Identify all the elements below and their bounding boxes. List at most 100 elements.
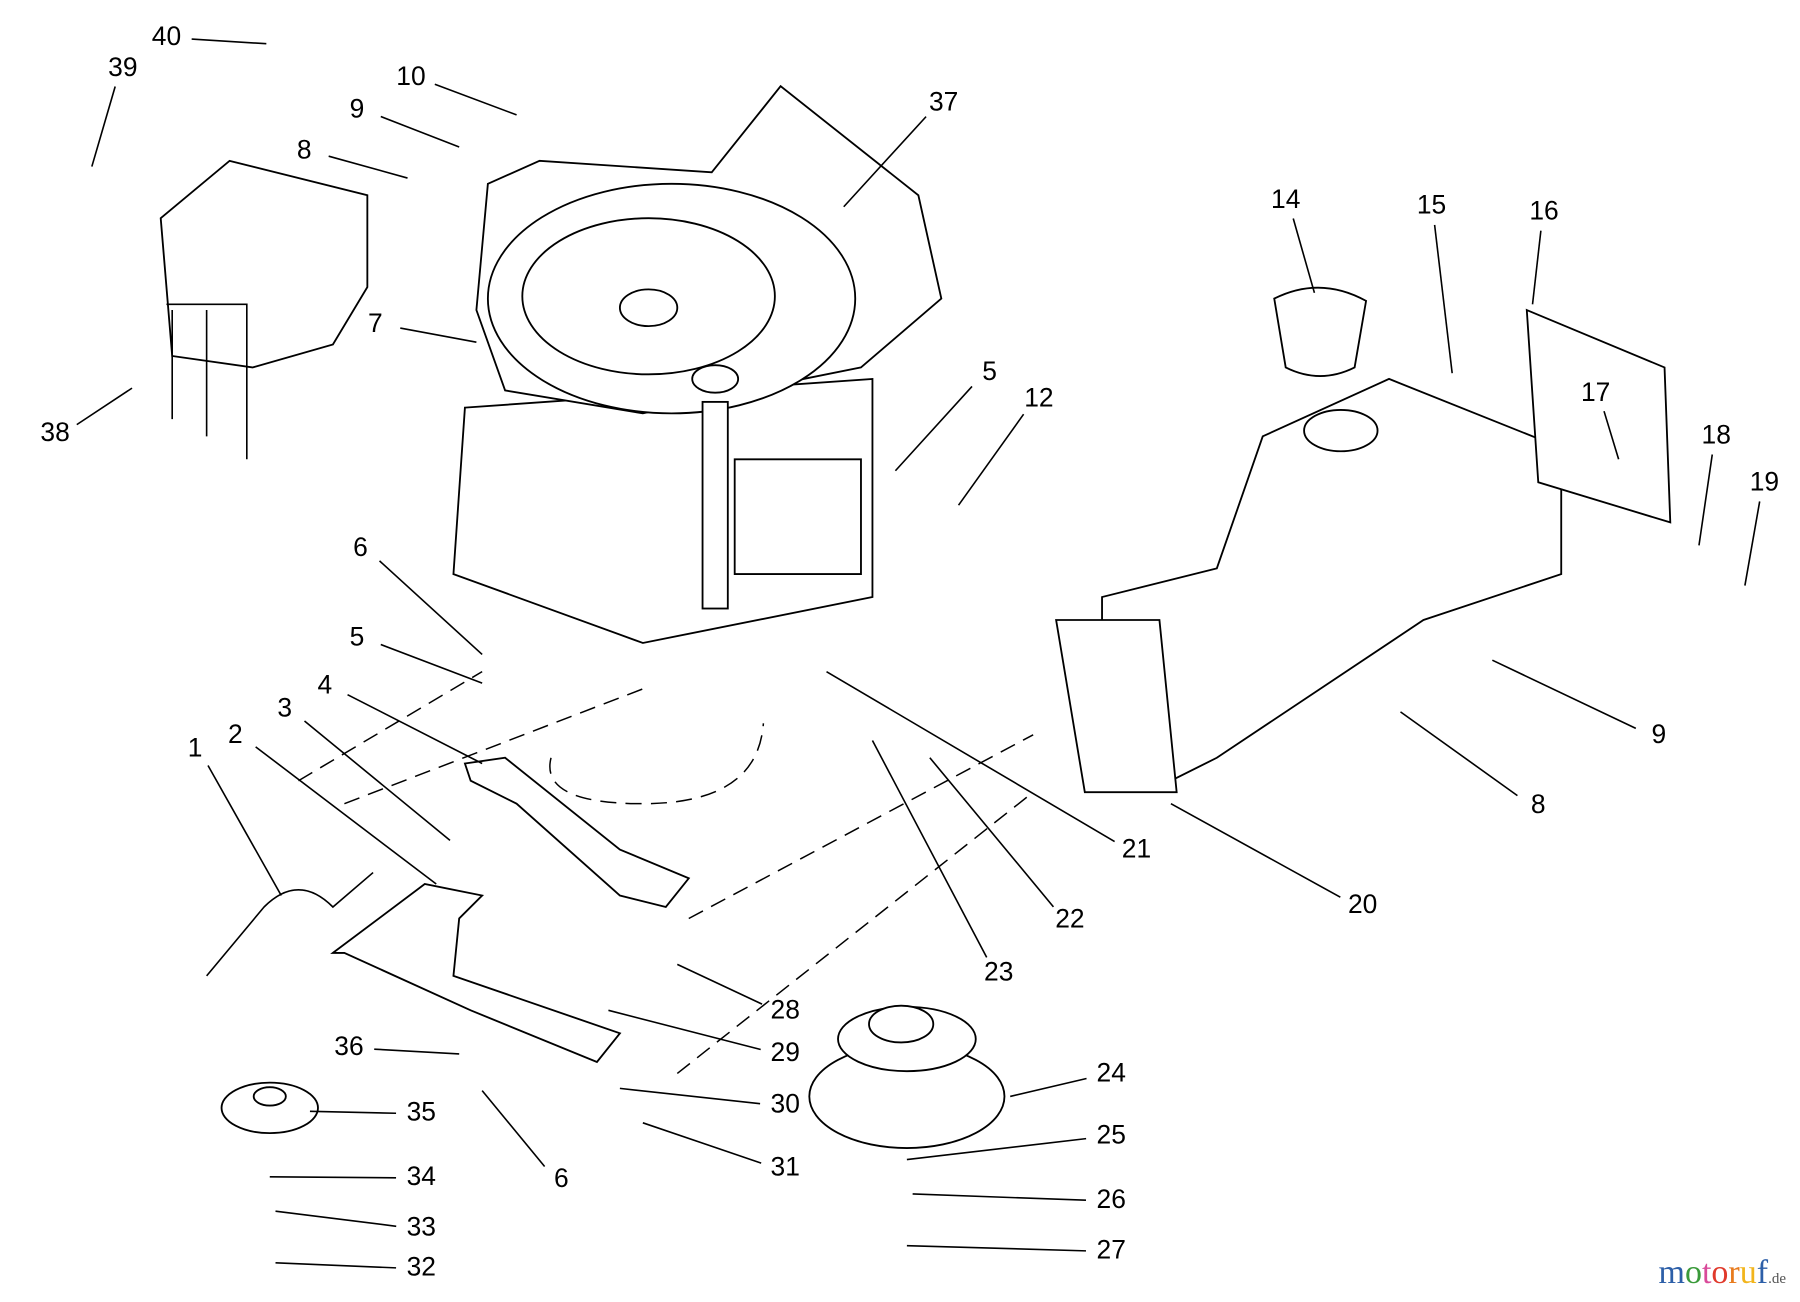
part-label-17: 17 (1581, 377, 1610, 407)
leader-line-6 (378, 560, 483, 656)
leader-line-4 (347, 693, 483, 765)
part-label-15: 15 (1417, 190, 1446, 220)
part-label-4: 4 (318, 670, 333, 700)
leader-line-6 (481, 1090, 546, 1167)
part-label-7: 7 (368, 308, 383, 338)
part-label-1: 1 (188, 733, 203, 763)
watermark-letter: o (1711, 1254, 1729, 1291)
leader-line-32 (275, 1262, 397, 1269)
leader-line-25 (906, 1137, 1087, 1161)
part-label-36: 36 (334, 1031, 363, 1061)
leader-line-8 (1400, 711, 1518, 797)
part-label-2: 2 (228, 719, 243, 749)
leader-line-33 (275, 1210, 397, 1228)
leader-line-12 (957, 413, 1025, 506)
leader-line-24 (1010, 1077, 1087, 1098)
leader-line-20 (1170, 802, 1341, 898)
part-label-18: 18 (1702, 419, 1731, 449)
leader-line-16 (1531, 230, 1542, 305)
frame-outline (298, 671, 1034, 1075)
watermark-letter: f (1756, 1254, 1769, 1291)
leader-line-23 (871, 740, 988, 958)
part-label-28: 28 (771, 994, 800, 1024)
leader-line-5 (380, 643, 483, 684)
part-label-33: 33 (407, 1211, 436, 1241)
watermark-suffix: .de (1768, 1271, 1786, 1287)
leader-line-19 (1744, 501, 1761, 586)
leader-line-30 (619, 1087, 761, 1105)
leader-line-29 (608, 1009, 761, 1051)
part-label-21: 21 (1122, 834, 1151, 864)
leader-line-10 (434, 83, 517, 116)
leader-lines (76, 38, 1761, 1269)
part-label-40: 40 (152, 21, 181, 51)
parts-drawing (76, 38, 1761, 1269)
part-label-5: 5 (350, 621, 365, 651)
leader-line-35 (309, 1110, 397, 1115)
part-label-32: 32 (407, 1252, 436, 1282)
watermark-letter: t (1701, 1254, 1712, 1291)
leader-line-3 (303, 720, 451, 842)
engine (452, 84, 943, 644)
leader-line-15 (1433, 224, 1453, 374)
watermark-logo: motoruf.de (1659, 1254, 1786, 1292)
part-label-23: 23 (984, 957, 1013, 987)
leader-line-2 (255, 746, 437, 885)
watermark-letter: o (1684, 1254, 1702, 1291)
part-label-29: 29 (771, 1037, 800, 1067)
part-label-26: 26 (1097, 1184, 1126, 1214)
part-label-20: 20 (1348, 889, 1377, 919)
watermark-letter: r (1728, 1254, 1740, 1291)
leader-line-28 (676, 963, 763, 1005)
part-label-9: 9 (1651, 719, 1666, 749)
part-label-19: 19 (1750, 466, 1779, 496)
air-guard (159, 159, 369, 460)
leader-line-9 (1492, 659, 1637, 730)
leader-line-26 (912, 1193, 1087, 1202)
leader-line-36 (374, 1048, 460, 1055)
part-label-37: 37 (929, 86, 958, 116)
leader-line-5 (894, 385, 973, 472)
part-label-34: 34 (407, 1161, 436, 1191)
part-label-12: 12 (1024, 383, 1053, 413)
pulleys-and-arm (206, 756, 1006, 1149)
leader-line-14 (1292, 218, 1316, 294)
watermark-letter: u (1739, 1254, 1757, 1291)
part-label-6: 6 (353, 532, 368, 562)
leader-line-31 (642, 1122, 762, 1164)
leader-line-7 (400, 327, 477, 343)
part-label-16: 16 (1529, 195, 1558, 225)
part-label-10: 10 (396, 61, 425, 91)
leader-line-17 (1603, 410, 1620, 460)
part-label-6: 6 (554, 1163, 569, 1193)
part-label-39: 39 (108, 52, 137, 82)
part-label-30: 30 (771, 1089, 800, 1119)
leader-line-40 (191, 38, 267, 45)
part-label-27: 27 (1097, 1234, 1126, 1264)
part-label-3: 3 (277, 693, 292, 723)
part-label-31: 31 (771, 1152, 800, 1182)
leader-line-1 (207, 765, 282, 896)
part-label-5: 5 (982, 356, 997, 386)
part-label-14: 14 (1271, 184, 1300, 214)
part-label-25: 25 (1097, 1120, 1126, 1150)
leader-line-37 (843, 116, 927, 208)
part-label-9: 9 (350, 93, 365, 123)
leader-line-34 (269, 1175, 397, 1179)
fuel-tank (1055, 286, 1672, 794)
leader-line-9 (380, 115, 460, 148)
leader-line-39 (91, 86, 116, 167)
leader-line-22 (929, 757, 1055, 908)
leader-line-38 (76, 387, 133, 426)
watermark-letter: m (1658, 1254, 1685, 1291)
leader-line-8 (328, 155, 408, 179)
part-label-38: 38 (40, 417, 69, 447)
part-label-8: 8 (1531, 789, 1546, 819)
part-label-24: 24 (1097, 1058, 1126, 1088)
part-label-22: 22 (1055, 904, 1084, 934)
leader-line-18 (1698, 454, 1714, 546)
part-label-8: 8 (297, 135, 312, 165)
leader-line-27 (906, 1244, 1087, 1252)
